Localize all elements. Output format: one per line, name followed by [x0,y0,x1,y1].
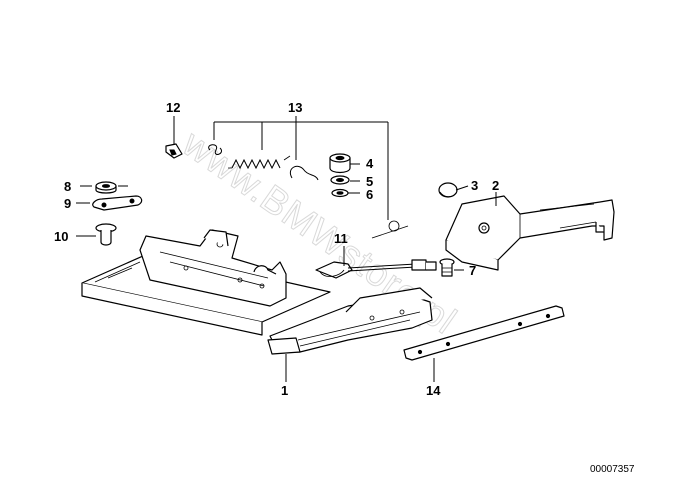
callout-11: 11 [334,231,348,246]
callout-1: 1 [281,383,288,398]
callout-9: 9 [64,196,71,211]
part-7-bolt [439,258,455,277]
part-9-plate [92,195,143,211]
part-3-cap [438,182,458,198]
part-10-pin [95,223,117,246]
callout-2: 2 [492,178,499,193]
callout-13: 13 [288,100,302,115]
leader-lines [76,116,497,382]
part-13-springs [208,144,319,181]
callout-5: 5 [366,174,373,189]
callout-6: 6 [366,187,373,202]
part-8-nut [95,181,117,194]
part-1-seat-frame [81,229,433,355]
callout-3: 3 [471,178,478,193]
reference-number: 00007357 [590,464,635,475]
part-14-strip [403,305,565,361]
part-6-ring [331,188,349,198]
callout-7: 7 [469,263,476,278]
part-12-clip [165,143,183,159]
callout-10: 10 [54,229,68,244]
callout-14: 14 [426,383,441,398]
part-4-bushing [329,153,351,174]
callout-8: 8 [64,179,71,194]
callout-12: 12 [166,100,180,115]
part-2-bracket [445,195,615,271]
part-5-washer [330,175,350,185]
callout-4: 4 [366,156,374,171]
part-11-adjuster-rod [315,220,437,279]
callout-labels: 1 2 3 4 5 6 7 8 9 10 11 12 13 14 [54,100,499,398]
